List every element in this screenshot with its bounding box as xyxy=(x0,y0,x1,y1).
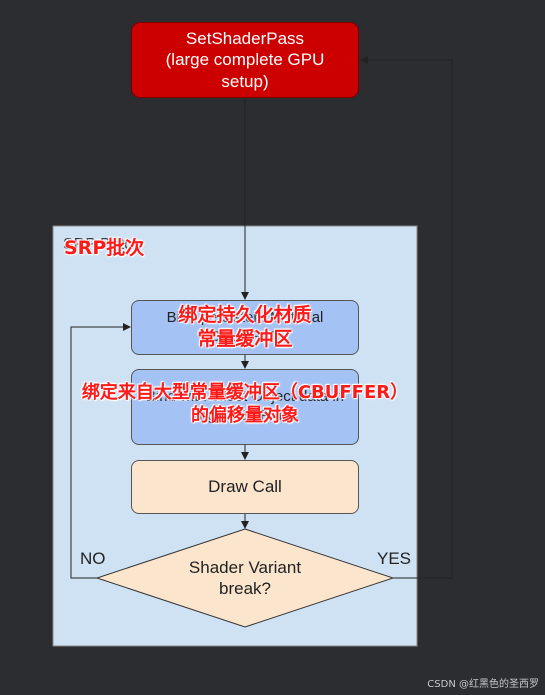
set-shader-pass-node: SetShaderPass (large complete GPU setup) xyxy=(131,22,359,98)
srp-batch-cn-annotation: SRP批次 xyxy=(64,237,145,259)
shader-variant-break-text: Shader Variant break? xyxy=(188,557,302,598)
bind-object-cbuffer-text: Bind with offset Object data in large CB… xyxy=(145,388,345,424)
bind-material-cbuffer-text: Bind persistent Material CBUFFER xyxy=(166,308,324,345)
bind-object-cbuffer-node: Bind with offset Object data in large CB… xyxy=(131,369,359,445)
csdn-watermark: CSDN @红黑色的圣西罗 xyxy=(427,679,539,690)
shader-variant-decision xyxy=(95,528,395,628)
srp-batch-label: SRP Batch xyxy=(63,236,141,253)
draw-call-text: Draw Call xyxy=(208,477,282,497)
no-label: NO xyxy=(80,549,106,568)
material-cbuffer-cn-annotation: 绑定持久化材质 常量缓冲区 xyxy=(178,304,312,350)
yes-label: YES xyxy=(377,549,412,568)
edge-no-loop xyxy=(70,323,131,579)
set-shader-pass-text: SetShaderPass (large complete GPU setup) xyxy=(165,29,325,91)
draw-call-node: Draw Call xyxy=(131,460,359,514)
edge-yes-loop xyxy=(360,56,453,579)
bind-material-cbuffer-node: Bind persistent Material CBUFFER xyxy=(131,300,359,355)
object-cbuffer-cn-annotation: 绑定来自大型常量缓冲区（CBUFFER） 的偏移量对象 xyxy=(81,382,409,427)
